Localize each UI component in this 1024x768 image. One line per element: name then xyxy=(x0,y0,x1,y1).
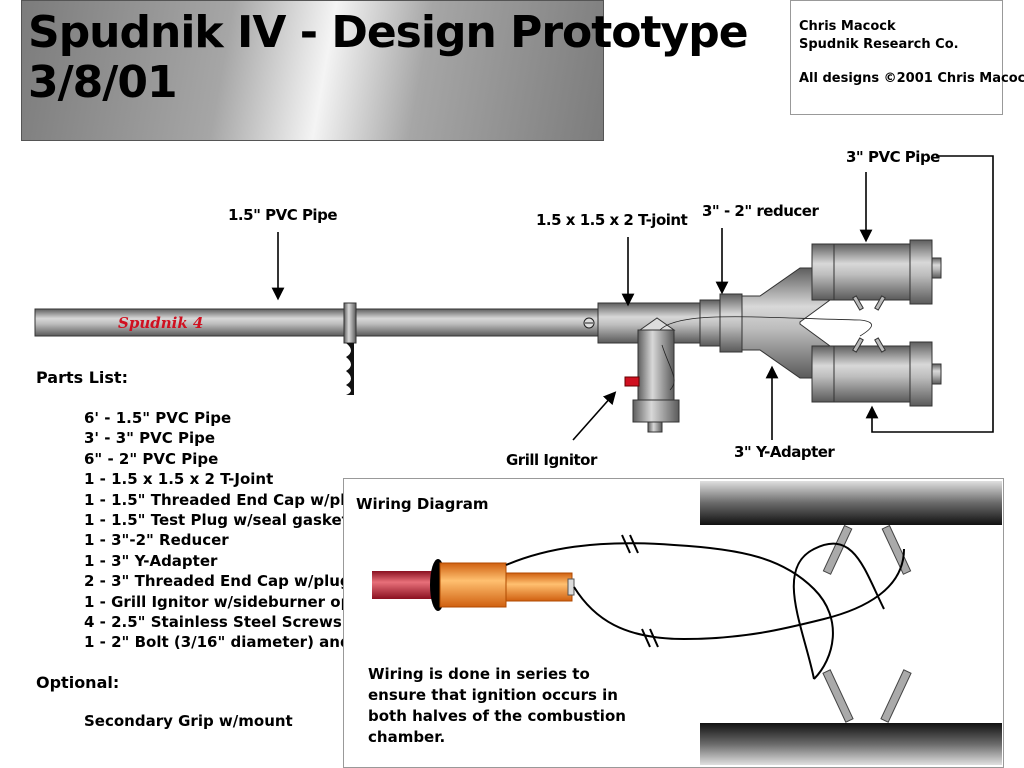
parts-list: 6' - 1.5" PVC Pipe 3' - 3" PVC Pipe 6" -… xyxy=(84,408,385,653)
list-item: 1 - Grill Ignitor w/sideburner option xyxy=(84,592,385,611)
label-t-joint: 1.5 x 1.5 x 2 T-joint xyxy=(536,211,688,229)
reducer xyxy=(699,299,721,347)
wiring-diagram-title: Wiring Diagram xyxy=(356,495,489,513)
test-plug xyxy=(632,399,680,423)
title-banner: Spudnik IV - Design Prototype 3/8/01 xyxy=(21,0,749,141)
page-title: Spudnik IV - Design Prototype xyxy=(28,7,749,58)
grip-mount xyxy=(343,302,357,344)
list-item: 2 - 3" Threaded End Cap w/plug xyxy=(84,572,351,591)
label-pipe-3: 3" PVC Pipe xyxy=(846,148,940,166)
list-item: 6" - 2" PVC Pipe xyxy=(84,449,219,468)
list-item: 1 - 2" Bolt (3/16" diameter) and nut xyxy=(84,633,385,652)
chamber-wall-bottom xyxy=(700,723,1002,765)
barrel-logo: Spudnik 4 xyxy=(118,314,203,332)
parts-list-title: Parts List: xyxy=(36,368,128,387)
t-joint-leg xyxy=(637,329,675,411)
label-reducer: 3" - 2" reducer xyxy=(702,202,819,220)
optional-item: Secondary Grip w/mount xyxy=(84,712,293,730)
author-name: Chris Macock xyxy=(799,19,896,34)
ignition-wire xyxy=(505,542,905,680)
y-adapter xyxy=(741,267,831,379)
list-item: 4 - 2.5" Stainless Steel Screws xyxy=(84,612,342,631)
label-pipe-1-5: 1.5" PVC Pipe xyxy=(228,206,337,224)
company-name: Spudnik Research Co. xyxy=(799,37,959,52)
combustion-pipe-top xyxy=(833,243,915,301)
list-item: 3' - 3" PVC Pipe xyxy=(84,429,216,448)
page-date: 3/8/01 xyxy=(28,57,178,108)
list-item: 1 - 3"-2" Reducer xyxy=(84,531,229,550)
chamber-wall-top xyxy=(700,481,1002,525)
label-grill-ignitor: Grill Ignitor xyxy=(506,451,598,469)
ignitor-tip xyxy=(505,572,573,602)
label-y-adapter: 3" Y-Adapter xyxy=(734,443,835,461)
arrow-grill-ignitor xyxy=(572,391,617,441)
ignitor-orange-body xyxy=(439,562,507,608)
ignitor-button xyxy=(624,376,640,387)
list-item: 1 - 3" Y-Adapter xyxy=(84,551,218,570)
end-cap-bottom xyxy=(909,341,933,407)
optional-title: Optional: xyxy=(36,673,120,692)
credit-box: Chris Macock Spudnik Research Co. All de… xyxy=(790,0,1024,115)
ignitor-red-tube xyxy=(372,571,440,599)
list-item: 1 - 1.5" Threaded End Cap w/plug xyxy=(84,490,367,509)
copyright-notice: All designs ©2001 Chris Macock xyxy=(799,71,1024,86)
combustion-pipe-bottom xyxy=(833,345,915,403)
end-cap-top xyxy=(909,239,933,305)
wiring-diagram-panel: Wiring Diagram Wiring is xyxy=(343,478,1004,768)
arrow-pipe-3-bottom xyxy=(865,155,994,433)
list-item: 1 - 1.5 x 1.5 x 2 T-Joint xyxy=(84,470,274,489)
wiring-diagram-drawing xyxy=(372,481,1002,765)
chamber-screws xyxy=(852,295,886,353)
list-item: 6' - 1.5" PVC Pipe xyxy=(84,409,232,427)
list-item: 1 - 1.5" Test Plug w/seal gasket xyxy=(84,510,349,529)
grip-handle xyxy=(346,343,354,395)
wiring-note: Wiring is done in series to ensure that … xyxy=(368,665,626,746)
screw-icon xyxy=(822,524,912,723)
